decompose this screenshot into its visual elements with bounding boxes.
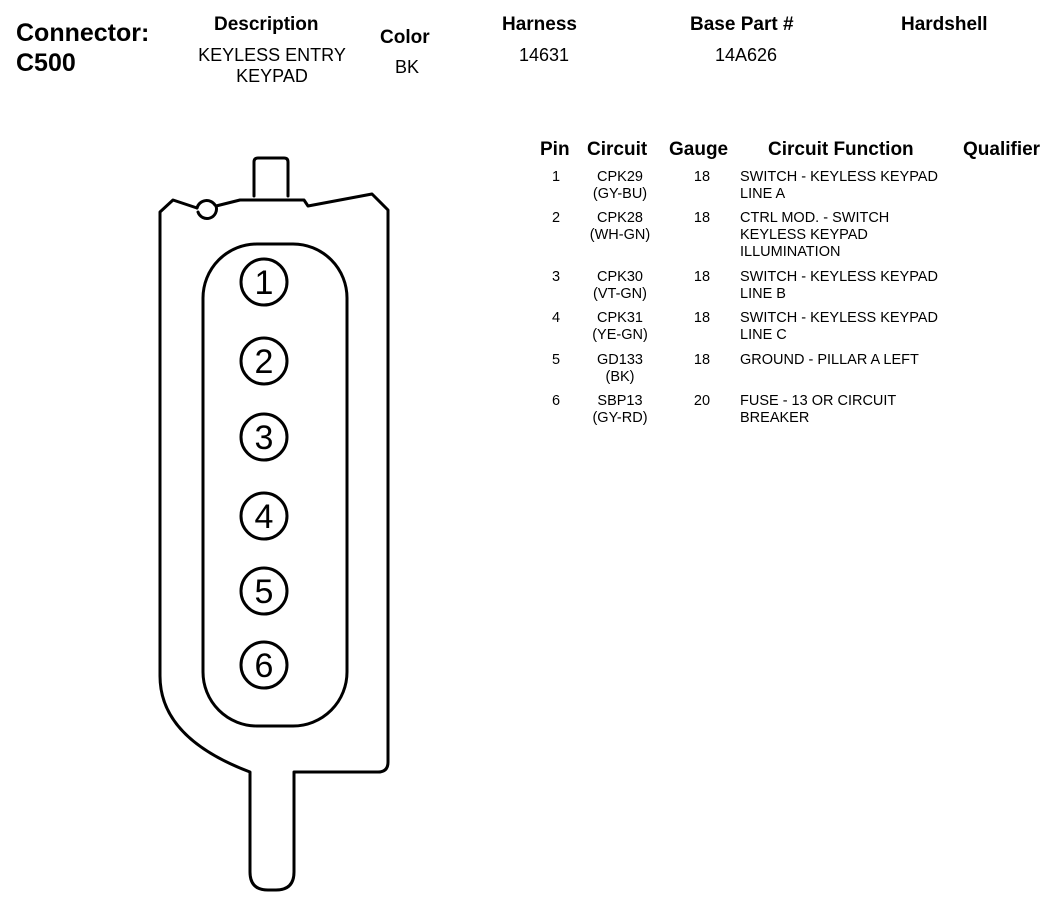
- circuit-function-cell: GROUND - PILLAR A LEFT: [740, 352, 965, 369]
- circuit-cell: CPK28 (WH-GN): [572, 210, 668, 244]
- base-part-value: 14A626: [714, 45, 778, 65]
- circuit-cell: CPK29 (GY-BU): [572, 169, 668, 203]
- function-line: SWITCH - KEYLESS KEYPAD: [740, 269, 938, 285]
- pin-cavity-label: 4: [255, 498, 274, 536]
- circuit-cell: CPK31 (YE-GN): [572, 310, 668, 344]
- description-line-2: KEYPAD: [236, 66, 308, 86]
- pin-cavity-circle: [239, 257, 289, 307]
- base-part-label: Base Part #: [690, 14, 794, 35]
- pin-cavity-circle: [239, 491, 289, 541]
- function-line: BREAKER: [740, 410, 810, 426]
- pin-number: 4: [551, 310, 561, 326]
- circuit-function-cell: SWITCH - KEYLESS KEYPAD LINE B: [740, 269, 965, 303]
- function-line: KEYLESS KEYPAD: [740, 227, 868, 243]
- circuit-id: CPK30: [597, 269, 643, 285]
- pin-number: 5: [551, 352, 561, 368]
- pin-number: 6: [551, 393, 561, 409]
- circuit-function-cell: SWITCH - KEYLESS KEYPAD LINE C: [740, 310, 965, 344]
- function-line: SWITCH - KEYLESS KEYPAD: [740, 169, 938, 185]
- harness-value: 14631: [518, 45, 570, 65]
- hardshell-label: Hardshell: [901, 14, 988, 35]
- gauge-cell: 20: [693, 393, 711, 409]
- pin-number: 2: [551, 210, 561, 226]
- pin-cavity-circle: [239, 412, 289, 462]
- wire-color: (GY-RD): [592, 410, 648, 426]
- function-line: LINE B: [740, 286, 786, 302]
- function-line: CTRL MOD. - SWITCH: [740, 210, 890, 226]
- circuit-function-cell: SWITCH - KEYLESS KEYPAD LINE A: [740, 169, 965, 203]
- gauge-cell: 18: [693, 310, 711, 326]
- circuit-function-cell: FUSE - 13 OR CIRCUIT BREAKER: [740, 393, 965, 427]
- gauge-cell: 18: [693, 210, 711, 226]
- pin-cavity-circle: [239, 640, 289, 690]
- pin-cavity-label: 1: [255, 264, 274, 302]
- circuit-id: SBP13: [597, 393, 643, 409]
- pin-cavity-circle: [239, 336, 289, 386]
- column-header-qualifier: Qualifier: [963, 139, 1041, 160]
- function-line: FUSE - 13 OR CIRCUIT: [740, 393, 897, 409]
- circuit-cell: SBP13 (GY-RD): [572, 393, 668, 427]
- gauge-cell: 18: [693, 352, 711, 368]
- gauge-cell: 18: [693, 269, 711, 285]
- circuit-id: CPK29: [597, 169, 643, 185]
- harness-label: Harness: [502, 14, 577, 35]
- function-line: SWITCH - KEYLESS KEYPAD: [740, 310, 938, 326]
- housing-notch: [195, 199, 217, 210]
- wire-color: (VT-GN): [593, 286, 647, 302]
- column-header-circuit-function: Circuit Function: [768, 139, 914, 160]
- pin-number: 1: [551, 169, 561, 185]
- function-line: LINE C: [740, 327, 787, 343]
- wire-color: (YE-GN): [592, 327, 648, 343]
- pin-cavity-circle: [239, 566, 289, 616]
- circuit-id: CPK31: [597, 310, 643, 326]
- wire-color: (BK): [605, 369, 635, 385]
- pin-number: 3: [551, 269, 561, 285]
- color-label: Color: [380, 27, 430, 48]
- column-header-circuit: Circuit: [587, 139, 648, 160]
- circuit-cell: GD133 (BK): [572, 352, 668, 386]
- column-header-gauge: Gauge: [669, 139, 729, 160]
- circuit-function-cell: CTRL MOD. - SWITCH KEYLESS KEYPAD ILLUMI…: [740, 210, 965, 261]
- circuit-id: CPK28: [597, 210, 643, 226]
- description-line-1: KEYLESS ENTRY: [198, 45, 346, 65]
- pin-cavity-label: 3: [255, 419, 274, 457]
- locking-tab: [252, 156, 290, 198]
- pin-cavity-label: 2: [255, 343, 274, 381]
- connector-id: C500: [16, 49, 76, 77]
- pin-cavity-label: 5: [255, 573, 274, 611]
- description-value: KEYLESS ENTRY KEYPAD: [172, 45, 372, 87]
- connector-housing-outline: [158, 192, 390, 892]
- wire-color: (GY-BU): [592, 186, 648, 202]
- pin-cavity-label: 6: [255, 647, 274, 685]
- gauge-cell: 18: [693, 169, 711, 185]
- function-line: GROUND - PILLAR A LEFT: [740, 352, 919, 368]
- color-value: BK: [394, 57, 419, 77]
- connector-face-diagram: 1 2 3 4 5 6: [158, 156, 390, 892]
- wire-color: (WH-GN): [589, 227, 651, 243]
- pin-table-header: Pin Circuit Gauge Circuit Function Quali…: [0, 139, 1058, 163]
- circuit-cell: CPK30 (VT-GN): [572, 269, 668, 303]
- terminal-cavity: [201, 242, 349, 728]
- description-label: Description: [214, 14, 319, 35]
- circuit-id: GD133: [597, 352, 643, 368]
- column-header-pin: Pin: [540, 139, 570, 160]
- connector-label: Connector:: [16, 19, 150, 47]
- connector-title: Connector: C500: [16, 18, 149, 78]
- function-line: ILLUMINATION: [740, 244, 841, 260]
- function-line: LINE A: [740, 186, 786, 202]
